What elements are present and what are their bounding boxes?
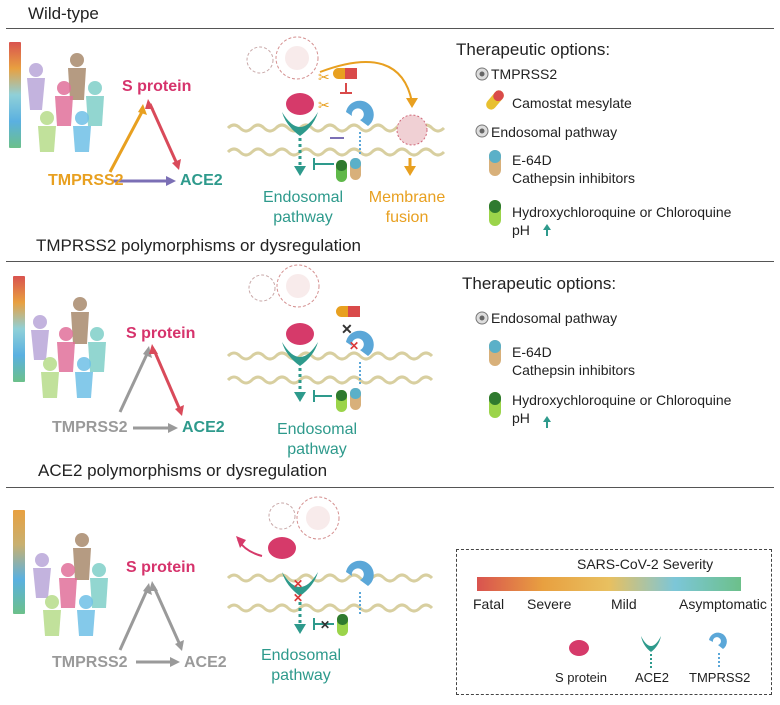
legend-label-tmprss2: TMPRSS2	[689, 670, 751, 685]
legend-asymptomatic: Asymptomatic	[679, 596, 767, 612]
label-s-protein-3: S protein	[126, 559, 196, 576]
legend-fatal: Fatal	[473, 596, 505, 612]
therapy-heading-1: Therapeutic options:	[456, 40, 611, 59]
therapy-item-e64d-1: E-64D	[512, 152, 552, 168]
panel2-title: TMPRSS2 polymorphisms or dysregulation	[36, 236, 362, 255]
severity-gradient-bar-1	[9, 42, 21, 148]
label-s-protein-2: S protein	[126, 325, 196, 342]
panel3-top-rule	[6, 487, 774, 488]
therapy-item-endosomal-2: Endosomal pathway	[491, 310, 618, 326]
s-protein-shape-1	[286, 93, 314, 115]
legend-tmprss2-icon	[709, 632, 727, 649]
arrow-s-ace2	[148, 103, 179, 165]
ace2-shape-1	[282, 112, 318, 136]
virus-small-1	[246, 46, 274, 74]
legend-severe: Severe	[527, 596, 572, 612]
panel3-title: ACE2 polymorphisms or dysregulation	[38, 461, 328, 480]
svg-text:✕: ✕	[341, 321, 353, 337]
therapy-item-tmprss2: TMPRSS2	[491, 66, 558, 82]
label-ace2-1: ACE2	[180, 172, 223, 189]
panel2-top-rule	[6, 261, 774, 262]
label-s-protein-1: S protein	[122, 78, 192, 95]
therapy-item-hcq-2: Hydroxychloroquine or Chloroquine	[512, 392, 732, 408]
therapy-item-cathepsin-2: Cathepsin inhibitors	[512, 362, 635, 378]
therapy-item-endosomal-1: Endosomal pathway	[491, 124, 618, 140]
label-tmprss2-2: TMPRSS2	[52, 419, 128, 436]
therapy-item-ph-1: pH	[512, 222, 530, 238]
svg-text:✂: ✂	[318, 97, 330, 113]
therapy-item-e64d-2: E-64D	[512, 344, 552, 360]
therapy-item-hcq-1: Hydroxychloroquine or Chloroquine	[512, 204, 732, 220]
legend-title: SARS-CoV-2 Severity	[577, 556, 714, 572]
label-tmprss2-1: TMPRSS2	[48, 172, 124, 189]
legend-label-s-protein: S protein	[555, 670, 608, 685]
svg-text:✕: ✕	[293, 591, 303, 605]
therapy-item-ph-2: pH	[512, 410, 530, 426]
legend-mild: Mild	[611, 596, 637, 612]
svg-text:✂: ✂	[318, 69, 330, 85]
panel1-title: Wild-type	[28, 4, 99, 23]
fusing-virus-1	[396, 114, 428, 146]
legend-icons	[569, 632, 727, 668]
therapy-item-cathepsin-1: Cathepsin inhibitors	[512, 170, 635, 186]
label-ace2-3: ACE2	[184, 654, 227, 671]
therapy-heading-2: Therapeutic options:	[462, 274, 617, 293]
membrane-3	[226, 573, 434, 613]
severity-legend: SARS-CoV-2 Severity Fatal Severe Mild As…	[456, 549, 772, 695]
legend-gradient	[477, 577, 741, 591]
severity-gradient-bar-3	[13, 510, 25, 614]
severity-gradient-bar-2	[13, 276, 25, 382]
legend-label-ace2: ACE2	[635, 670, 669, 685]
label-ace2-2: ACE2	[182, 419, 225, 436]
people-group-1	[27, 53, 104, 152]
tmprss2-shape-1	[346, 100, 374, 126]
label-tmprss2-3: TMPRSS2	[52, 654, 128, 671]
svg-text:✕: ✕	[349, 339, 359, 353]
svg-text:✕: ✕	[320, 618, 330, 632]
svg-text:✕: ✕	[293, 577, 303, 591]
therapy-item-camostat: Camostat mesylate	[512, 95, 632, 111]
people-group-2	[31, 297, 106, 398]
panel1-top-rule	[6, 28, 774, 29]
legend-s-protein-icon	[569, 640, 589, 656]
membrane-2	[226, 351, 434, 385]
virus-1	[275, 36, 319, 80]
legend-ace2-icon	[641, 636, 661, 652]
people-group-3	[33, 533, 108, 636]
arrow-tmprss2-to-s	[108, 109, 145, 173]
